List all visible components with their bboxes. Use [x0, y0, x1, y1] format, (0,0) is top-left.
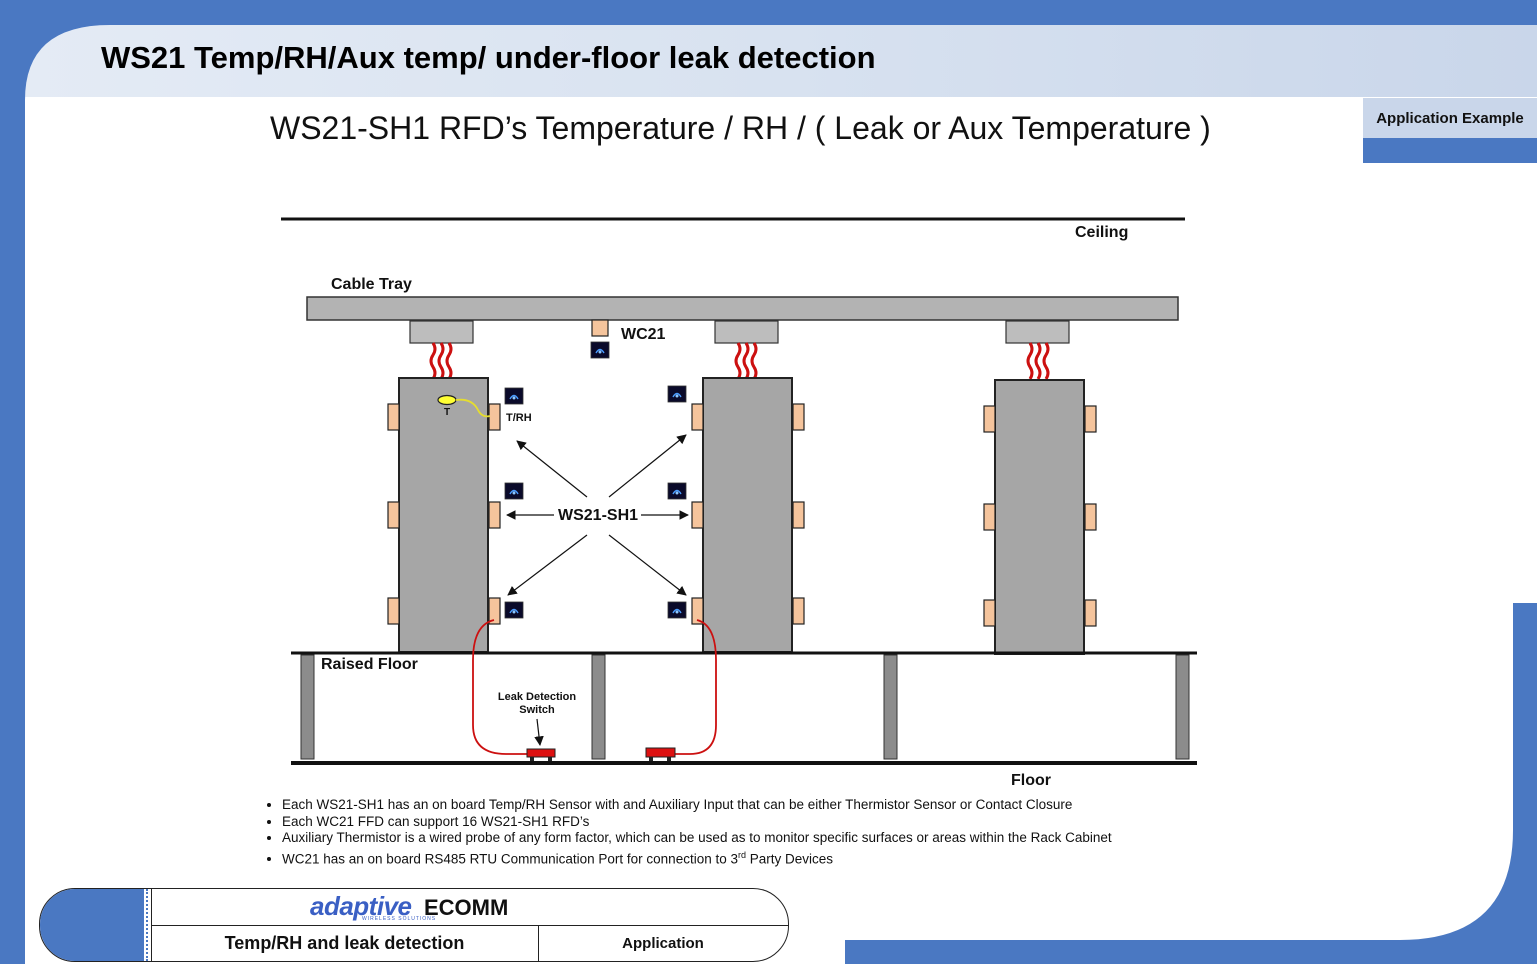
brand-name: ECOMM — [424, 895, 509, 920]
footer-divider-horizontal — [151, 925, 788, 926]
footer-divider-dotted — [146, 889, 148, 961]
footer-topic: Temp/RH and leak detection — [224, 932, 465, 953]
pointer-arrows — [506, 434, 689, 596]
ceiling-label: Ceiling — [1075, 224, 1128, 241]
leak-switch-left — [526, 748, 556, 761]
wc21-device — [591, 319, 609, 337]
adaptive-logo: adaptive — [310, 891, 412, 921]
wc21-label: WC21 — [621, 326, 666, 343]
leak-switch-label-line1: Leak Detection — [498, 691, 577, 703]
rack-cabinet-left — [398, 377, 489, 653]
tab-label: Application Example — [1376, 109, 1524, 127]
tray-hanger — [409, 320, 474, 344]
thermistor-probe — [437, 394, 457, 406]
footer-section: Application — [622, 934, 704, 952]
notes-list: Each WS21-SH1 has an on board Temp/RH Se… — [258, 797, 1112, 868]
floor-pedestals — [300, 654, 1190, 760]
rack-cabinet-middle — [702, 377, 793, 653]
slide-title: WS21 Temp/RH/Aux temp/ under-floor leak … — [101, 40, 876, 75]
cable-bundle — [1026, 341, 1050, 381]
cable-bundle — [734, 341, 758, 381]
diagram-subtitle: WS21-SH1 RFD’s Temperature / RH / ( Leak… — [270, 110, 1211, 146]
ws21-sh1-label: WS21-SH1 — [558, 507, 638, 524]
floor-label: Floor — [1011, 772, 1051, 789]
tab-accent-bar — [1363, 138, 1537, 163]
footer-panel: adaptive WIRELESS SOLUTIONS ECOMM Temp/R… — [39, 888, 789, 962]
footer-accent — [40, 889, 144, 961]
leak-wire-right — [675, 619, 717, 755]
trh-label: T/RH — [506, 412, 532, 424]
ws21-radio-icons — [504, 385, 687, 619]
list-item: WC21 has an on board RS485 RTU Communica… — [282, 847, 1112, 868]
footer-divider-middle — [538, 925, 539, 961]
cable-bundle — [429, 341, 453, 381]
cable-tray — [306, 296, 1179, 321]
raised-floor-label: Raised Floor — [321, 656, 418, 673]
tray-hanger — [1005, 320, 1070, 344]
application-example-tab: Application Example — [1363, 98, 1537, 138]
list-item: Each WS21-SH1 has an on board Temp/RH Se… — [282, 797, 1112, 814]
t-label: T — [444, 407, 450, 418]
rack-cabinet-right — [994, 379, 1085, 655]
list-item: Auxiliary Thermistor is a wired probe of… — [282, 830, 1112, 847]
wc21-radio-icon — [590, 341, 610, 359]
list-item: Each WC21 FFD can support 16 WS21-SH1 RF… — [282, 814, 1112, 831]
cable-tray-label: Cable Tray — [331, 276, 412, 293]
leak-switch-right — [645, 747, 676, 761]
leak-switch-arrow — [534, 718, 544, 746]
logo-tagline: WIRELESS SOLUTIONS — [362, 916, 437, 922]
thermistor-wire — [455, 398, 491, 418]
tray-hanger — [714, 320, 779, 344]
leak-switch-label-line2: Switch — [519, 704, 555, 716]
leak-wire-left — [472, 619, 528, 755]
